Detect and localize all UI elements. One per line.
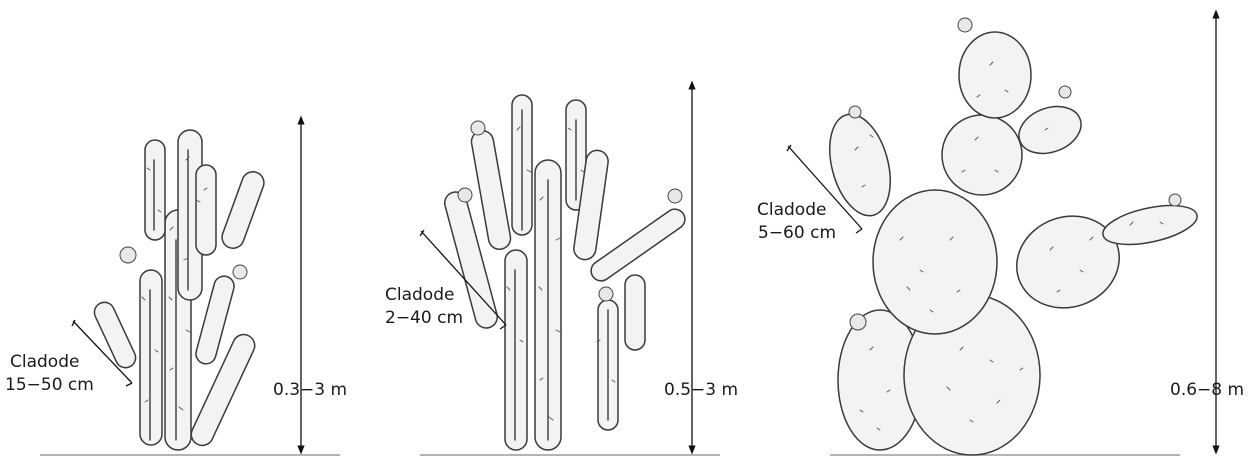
cladode-range-2: 2−40 cm [385, 308, 463, 328]
height-label-3: 0.6−8 m [1170, 380, 1244, 400]
cladode-range-3: 5−60 cm [758, 223, 836, 243]
cactus-illustration-2 [442, 95, 689, 450]
panel-1-cylindrical-cactus: Cladode 15−50 cm 0.3−3 m [5, 120, 347, 455]
cladode-label-3: Cladode [757, 200, 826, 220]
cladode-range-1: 15−50 cm [5, 375, 94, 395]
cladode-label-1: Cladode [10, 352, 79, 372]
cladode-label-2: Cladode [385, 285, 454, 305]
height-label-1: 0.3−3 m [273, 380, 347, 400]
height-label-2: 0.5−3 m [664, 380, 738, 400]
panel-3-opuntia-cactus: Cladode 5−60 cm 0.6−8 m [757, 14, 1244, 455]
panel-2-branched-cactus: Cladode 2−40 cm 0.5−3 m [385, 85, 738, 455]
cactus-illustration-1 [91, 130, 267, 450]
cactus-illustration-3 [819, 18, 1200, 455]
